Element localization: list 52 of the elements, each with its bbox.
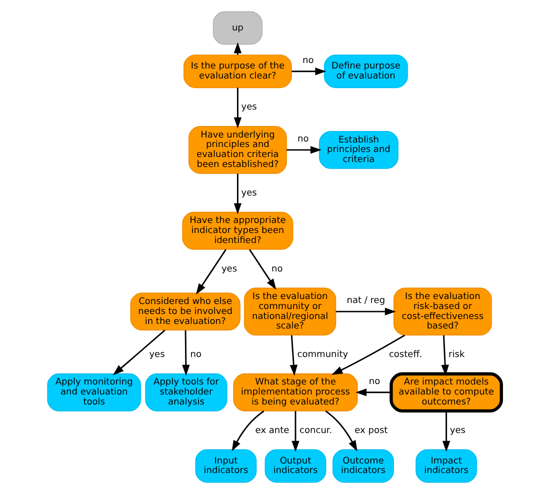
arrow — [332, 334, 406, 375]
edge-label: concur. — [300, 426, 332, 436]
node-box: Input indicators — [195, 449, 257, 483]
node-box: What stage of the implementation process is being evaluated? — [233, 373, 358, 412]
node-box: Apply monitoring and evaluation tools — [47, 373, 142, 412]
edge-label: yes — [221, 264, 238, 274]
arrow — [325, 410, 358, 452]
arrow — [336, 308, 396, 316]
node-box: Output indicators — [264, 449, 326, 483]
edge-label: costeff. — [388, 350, 422, 360]
node-box: up — [212, 11, 263, 45]
arrow — [182, 330, 190, 376]
node-box: Have the appropriate indicator types been identified? — [182, 212, 294, 250]
edge-label: no — [190, 350, 202, 360]
node-box: Is the purpose of the evaluation clear? — [184, 54, 292, 88]
arrow — [234, 174, 242, 214]
edge-label: yes — [149, 350, 165, 360]
node-box: Define purpose of evaluation — [324, 54, 408, 88]
node-box: Establish principles and criteria — [318, 130, 398, 169]
arrow — [196, 249, 226, 295]
edge-label: no — [368, 376, 380, 387]
edge-label: yes — [241, 102, 257, 113]
node-box: Is the evaluation community or national/regional scale? — [244, 288, 336, 336]
edge-label: yes — [450, 426, 466, 436]
arrow — [232, 410, 264, 452]
arrow — [112, 330, 166, 376]
edge-label: community — [297, 350, 348, 360]
node-box: Is the evaluation risk-based or cost-effectiveness based? — [393, 288, 492, 336]
arrow — [292, 411, 300, 452]
node-box: Have underlying principles and evaluation criteria been established? — [188, 126, 287, 174]
edge-label: no — [302, 56, 314, 66]
edge-label: yes — [241, 188, 257, 199]
arrow — [356, 388, 391, 396]
node-box: Apply tools for stakeholder analysis — [145, 373, 228, 412]
arrow — [290, 335, 298, 376]
node-box: Considered who else needs to be involved in the evaluation? — [130, 292, 240, 331]
node-box: Outcome indicators — [332, 449, 394, 483]
arrow — [248, 249, 276, 290]
edge-label: ex post — [354, 426, 388, 436]
edge-label: risk — [448, 350, 465, 360]
node-box: Impact indicators — [416, 449, 477, 483]
arrow — [234, 88, 242, 128]
arrow — [442, 411, 450, 452]
arrow — [441, 335, 449, 376]
arrow — [286, 146, 322, 154]
arrow — [234, 42, 242, 55]
node-box: Are impact models available to compute outcomes? — [390, 372, 503, 412]
edge-label: nat / reg — [346, 296, 386, 306]
edge-label: ex ante — [255, 426, 290, 436]
edge-label: no — [272, 264, 283, 274]
arrow — [292, 68, 326, 76]
edge-label: no — [298, 134, 309, 144]
